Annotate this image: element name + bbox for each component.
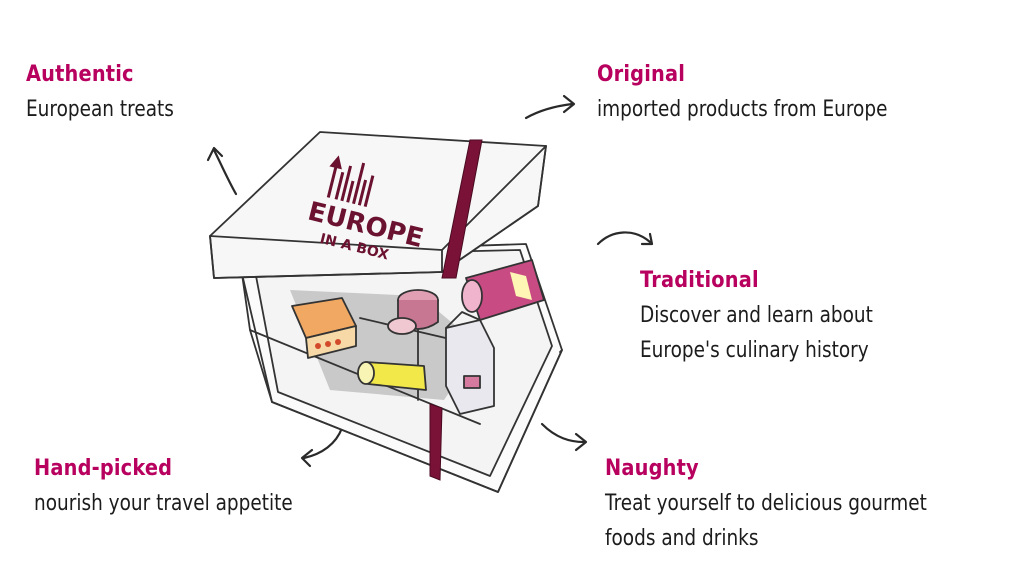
feature-traditional: Traditional Discover and learn about Eur…	[640, 264, 917, 368]
feature-authentic-text: European treats	[26, 97, 174, 122]
feature-authentic-title: Authentic	[26, 62, 134, 87]
feature-authentic: Authentic European treats	[26, 58, 202, 127]
feature-naughty-text-1: Treat yourself to delicious gourmet	[605, 491, 927, 516]
feature-naughty-title: Naughty	[605, 456, 699, 481]
feature-handpicked-text: nourish your travel appetite	[34, 491, 293, 516]
feature-naughty: Naughty Treat yourself to delicious gour…	[605, 452, 988, 556]
feature-traditional-text-2: Europe's culinary history	[640, 338, 869, 363]
arrow-icon	[540, 422, 588, 452]
gift-box-illustration: EUROPE IN A BOX	[209, 131, 563, 493]
feature-traditional-text-1: Discover and learn about	[640, 303, 873, 328]
arrow-icon	[596, 231, 654, 246]
feature-original: Original imported products from Europe	[597, 58, 943, 127]
feature-handpicked-title: Hand-picked	[34, 456, 173, 481]
arrow-icon	[524, 94, 576, 120]
feature-handpicked: Hand-picked nourish your travel appetite	[34, 452, 342, 521]
arrow-icon	[300, 426, 344, 468]
feature-naughty-text-2: foods and drinks	[605, 526, 759, 551]
arrow-icon	[206, 146, 238, 196]
feature-traditional-title: Traditional	[640, 268, 759, 293]
feature-original-title: Original	[597, 62, 686, 87]
feature-original-text: imported products from Europe	[597, 97, 888, 122]
